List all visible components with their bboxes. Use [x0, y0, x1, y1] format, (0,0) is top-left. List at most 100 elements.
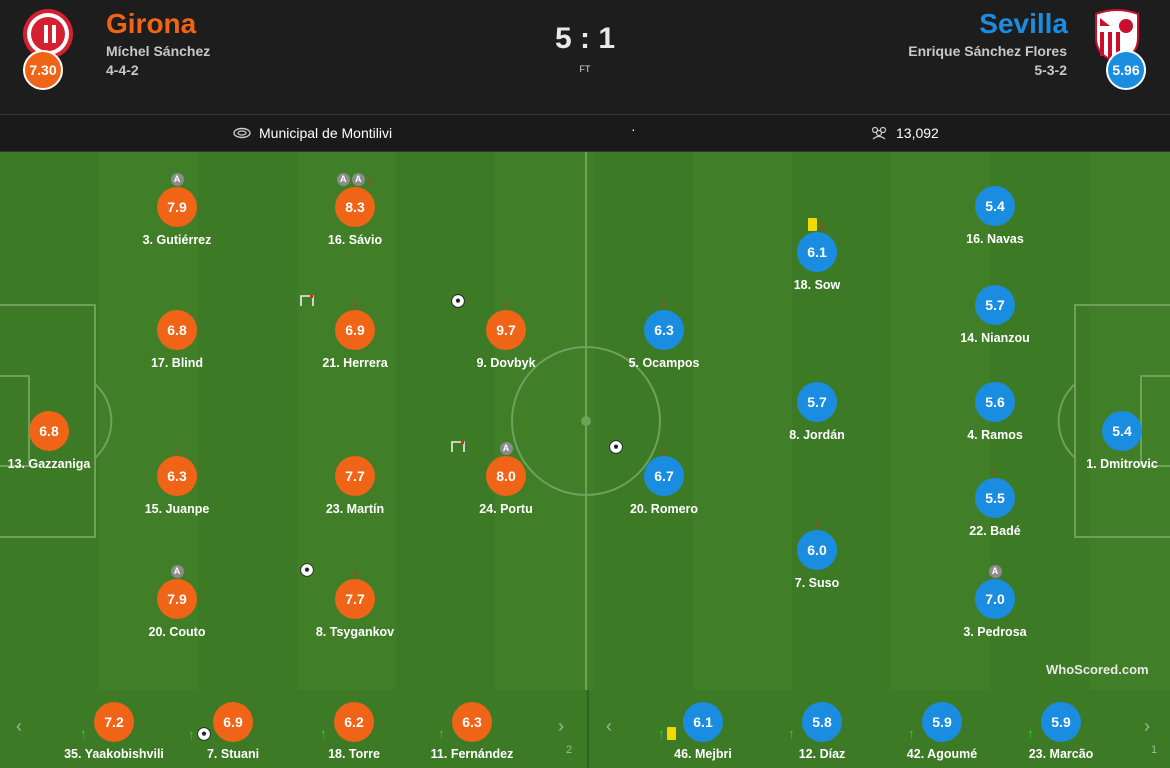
- player-event-icons: A: [122, 563, 232, 579]
- player-event-icons: ↓: [762, 514, 872, 530]
- player-event-icons: [0, 395, 104, 411]
- away-player[interactable]: 5.7 8. Jordán: [762, 366, 872, 446]
- player-event-icons: A: [122, 171, 232, 187]
- player-name: 22. Badé: [969, 524, 1021, 538]
- assist-icon: A: [170, 564, 184, 578]
- away-substitute[interactable]: 5.9↑42. Agoumé: [882, 691, 1002, 767]
- goal-ball-icon: [451, 294, 465, 308]
- sub-off-arrow-icon: ↓: [991, 462, 999, 478]
- sub-on-arrow-icon: ↑: [320, 726, 327, 741]
- goal-ball-icon: [300, 563, 314, 577]
- sub-rating: 5.9: [1041, 702, 1081, 742]
- sub-rating: 6.9: [213, 702, 253, 742]
- watermark-suffix: .com: [1118, 662, 1149, 677]
- venue: Municipal de Montilivi: [233, 125, 392, 141]
- home-bench-prev-button[interactable]: ‹: [16, 716, 22, 736]
- sub-name: 46. Mejbri: [674, 747, 732, 761]
- player-name: 8. Jordán: [789, 428, 845, 442]
- sub-rating: 5.9: [922, 702, 962, 742]
- sub-name: 23. Marcão: [1028, 747, 1094, 761]
- player-name: 17. Blind: [150, 356, 204, 370]
- sub-off-arrow-icon: ↓: [502, 294, 510, 310]
- player-event-icons: A: [451, 440, 561, 456]
- player-event-icons: ↓: [940, 462, 1050, 478]
- player-event-icons: ↓: [300, 563, 410, 579]
- sub-off-arrow-icon: ↓: [660, 294, 668, 310]
- home-crest[interactable]: [22, 8, 74, 60]
- away-bench-next-button[interactable]: ›: [1144, 716, 1150, 736]
- player-rating: 7.9: [157, 187, 197, 227]
- match-header: 7.30 Girona Míchel Sánchez 4-4-2 5 : 1 F…: [0, 0, 1170, 114]
- player-event-icons: [300, 440, 410, 456]
- home-coach: Míchel Sánchez: [106, 43, 211, 59]
- player-rating: 6.8: [157, 310, 197, 350]
- home-bench-next-button[interactable]: ›: [558, 716, 564, 736]
- sub-on-arrow-icon: ↑: [788, 726, 795, 741]
- sub-on-arrow-icon: ↑: [80, 726, 87, 741]
- assist-icon: A: [988, 564, 1002, 578]
- sub-event-icons: ↑: [908, 727, 915, 740]
- home-team-name[interactable]: Girona: [106, 8, 197, 39]
- player-event-icons: [940, 366, 1050, 382]
- away-bench-prev-button[interactable]: ‹: [606, 716, 612, 736]
- player-rating: 6.0: [797, 530, 837, 570]
- away-bench-page: 1: [1151, 744, 1158, 756]
- player-event-icons: ↓: [451, 294, 561, 310]
- away-substitute[interactable]: 5.8↑12. Díaz: [762, 691, 882, 767]
- sub-on-arrow-icon: ↑: [188, 726, 195, 742]
- sub-off-arrow-icon: ↓: [819, 216, 826, 232]
- sub-event-icons: ↑: [320, 727, 327, 740]
- sub-off-arrow-icon: ↓: [813, 514, 821, 530]
- player-rating: 6.1: [797, 232, 837, 272]
- player-event-icons: ↓: [609, 294, 719, 310]
- assist-icon: A: [351, 172, 365, 186]
- home-substitute[interactable]: 6.3↑11. Fernández: [412, 691, 532, 767]
- away-team-name[interactable]: Sevilla: [979, 8, 1068, 39]
- player-name: 5. Ocampos: [628, 356, 700, 370]
- home-player[interactable]: 6.8 13. Gazzaniga: [0, 395, 104, 475]
- player-name: 13. Gazzaniga: [7, 457, 91, 471]
- girona-crest-icon: [23, 9, 73, 59]
- player-rating: 5.7: [797, 382, 837, 422]
- player-event-icons: [940, 170, 1050, 186]
- player-event-icons: [122, 294, 232, 310]
- sub-name: 35. Yaakobishvili: [64, 747, 164, 761]
- sub-rating: 6.3: [452, 702, 492, 742]
- player-name: 21. Herrera: [322, 356, 388, 370]
- away-substitute[interactable]: 5.9↑23. Marcão: [1001, 691, 1121, 767]
- whoscored-logo: WhoScored.com: [1046, 662, 1149, 677]
- yellow-card-icon: [808, 217, 818, 231]
- player-rating: 8.0: [486, 456, 526, 496]
- sub-event-icons: ↑: [438, 727, 445, 740]
- away-substitute[interactable]: 6.1↑46. Mejbri: [643, 691, 763, 767]
- away-formation: 5-3-2: [1034, 62, 1067, 78]
- player-rating: 6.8: [29, 411, 69, 451]
- player-rating: 5.6: [975, 382, 1015, 422]
- home-substitute[interactable]: 6.9↑7. Stuani: [173, 691, 293, 767]
- home-substitute[interactable]: 7.2↑35. Yaakobishvili: [54, 691, 174, 767]
- home-substitute[interactable]: 6.2↑18. Torre: [294, 691, 414, 767]
- sub-rating: 5.8: [802, 702, 842, 742]
- home-player[interactable]: 6.8 17. Blind: [122, 294, 232, 374]
